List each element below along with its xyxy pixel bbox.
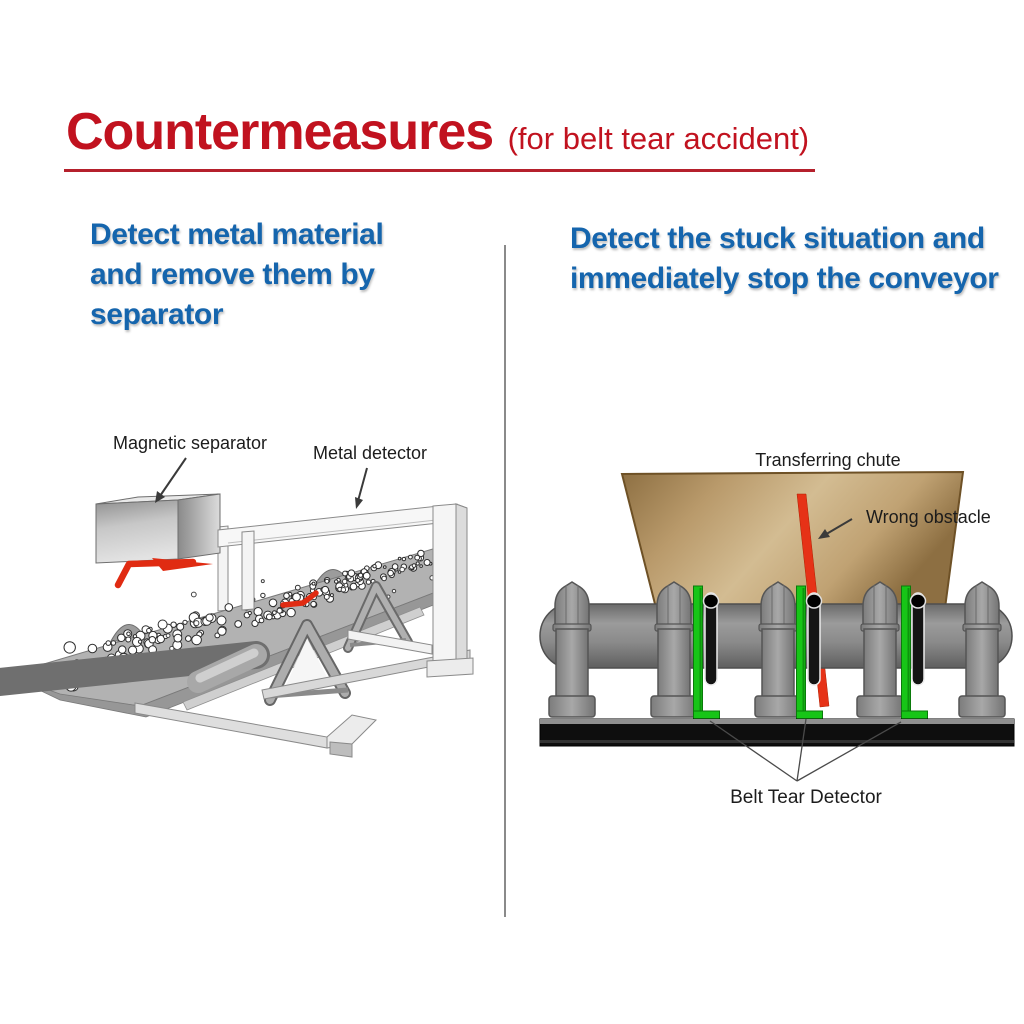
wrong-obstacle-arrow (818, 518, 853, 539)
metal-detector-front-post (241, 530, 255, 611)
metal-piece-on-belt (280, 590, 319, 608)
metal-detection-diagram: Magnetic separator Metal detector (0, 433, 474, 758)
left-heading-line1: Detect metal material (90, 218, 384, 251)
roller-bracket (958, 581, 1006, 718)
detector-rod (805, 592, 823, 686)
roller-bracket (754, 581, 802, 718)
detector-rod (702, 592, 720, 686)
wrong-obstacle-label: Wrong obstacle (866, 507, 991, 527)
conveyor-frame (0, 581, 471, 758)
metal-detector-arrow (355, 467, 368, 509)
page-title: Countermeasures (for belt tear accident) (64, 102, 816, 172)
left-heading: Detect metal material and remove them by… (90, 215, 384, 335)
removed-metal-piece (114, 558, 213, 589)
return-roller (0, 641, 270, 696)
magnetic-separator-arrow (155, 457, 187, 503)
belt-tear-detection-diagram: Transferring chute Wrong obstacle Belt T… (539, 450, 1015, 808)
metal-detector-right-post-side (455, 503, 468, 670)
right-heading-line1: Detect the stuck situation and (570, 222, 985, 255)
metal-detector-label: Metal detector (313, 443, 427, 463)
metal-detector-post-base (426, 657, 474, 678)
upper-rail (347, 629, 433, 655)
right-heading-line2: immediately stop the conveyor (570, 262, 999, 295)
detector-rod (909, 592, 927, 686)
return-roller-highlight (195, 648, 259, 683)
base-rail (134, 702, 378, 758)
roller-bracket (856, 581, 904, 718)
left-heading-line3: separator (90, 298, 224, 331)
roller-bracket (650, 581, 698, 718)
metal-detector-frame (217, 503, 474, 678)
title-main: Countermeasures (66, 103, 494, 161)
right-heading: Detect the stuck situation and immediate… (570, 219, 999, 299)
roller-bracket (548, 581, 596, 718)
belt-tear-pointer-lines (709, 718, 902, 782)
belt-tear-detector-label: Belt Tear Detector (730, 787, 882, 808)
magnetic-separator-label: Magnetic separator (113, 433, 267, 453)
conveyor-belt-strip (539, 718, 1015, 747)
transferring-chute-label: Transferring chute (755, 450, 900, 470)
column-divider (504, 245, 506, 917)
left-heading-line2: and remove them by (90, 258, 375, 291)
magnetic-separator-box (95, 493, 221, 564)
metal-detector-right-post (432, 503, 457, 672)
title-suffix: (for belt tear accident) (507, 121, 810, 156)
